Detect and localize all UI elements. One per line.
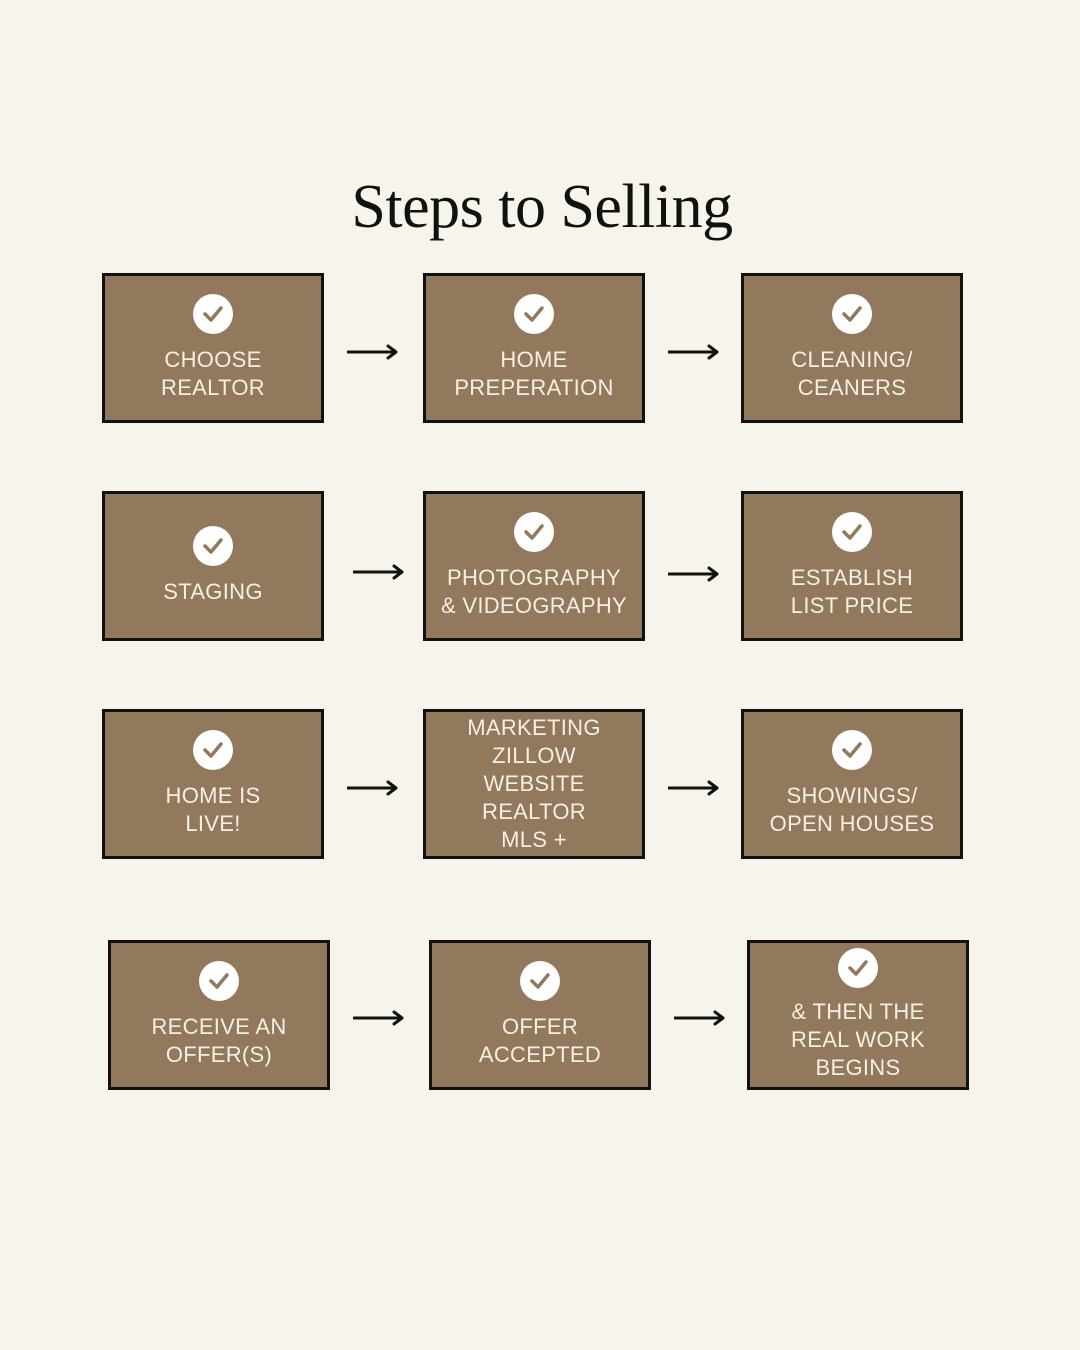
step-box-choose-realtor: CHOOSE REALTOR: [102, 273, 324, 423]
step-box-list-price: ESTABLISH LIST PRICE: [741, 491, 963, 641]
step-label: SHOWINGS/ OPEN HOUSES: [769, 783, 935, 836]
check-circle-icon: [838, 948, 878, 988]
step-box-cleaning: CLEANING/ CEANERS: [741, 273, 963, 423]
step-box-home-live: HOME IS LIVE!: [102, 709, 324, 859]
page-title: Steps to Selling: [351, 173, 733, 241]
step-label: CHOOSE REALTOR: [161, 347, 265, 400]
step-label: STAGING: [163, 579, 263, 604]
step-label: PHOTOGRAPHY & VIDEOGRAPHY: [440, 565, 628, 618]
check-circle-icon: [514, 512, 554, 552]
step-label: CLEANING/ CEANERS: [791, 347, 913, 400]
arrow-right-icon: [668, 780, 719, 796]
arrow-right-icon: [347, 344, 398, 360]
step-box-home-preperation: HOME PREPERATION: [423, 273, 645, 423]
check-circle-icon: [832, 730, 872, 770]
check-circle-icon: [193, 730, 233, 770]
check-circle-icon: [193, 294, 233, 334]
step-box-staging: STAGING: [102, 491, 324, 641]
arrow-right-icon: [353, 1010, 404, 1026]
check-circle-icon: [514, 294, 554, 334]
arrow-right-icon: [347, 780, 398, 796]
step-box-marketing: MARKETING ZILLOW WEBSITE REALTOR MLS +: [423, 709, 645, 859]
step-label: RECEIVE AN OFFER(S): [151, 1014, 287, 1067]
step-box-showings: SHOWINGS/ OPEN HOUSES: [741, 709, 963, 859]
check-circle-icon: [520, 961, 560, 1001]
step-label: HOME PREPERATION: [454, 347, 614, 400]
step-label: & THEN THE REAL WORK BEGINS: [791, 999, 925, 1080]
arrow-right-icon: [353, 564, 404, 580]
check-circle-icon: [832, 512, 872, 552]
step-box-photography: PHOTOGRAPHY & VIDEOGRAPHY: [423, 491, 645, 641]
arrow-right-icon: [668, 344, 719, 360]
arrow-right-icon: [674, 1010, 725, 1026]
arrow-right-icon: [668, 566, 719, 582]
step-box-offer-accepted: OFFER ACCEPTED: [429, 940, 651, 1090]
check-circle-icon: [832, 294, 872, 334]
check-circle-icon: [199, 961, 239, 1001]
step-label: OFFER ACCEPTED: [478, 1014, 602, 1067]
check-circle-icon: [193, 526, 233, 566]
step-label: HOME IS LIVE!: [165, 783, 261, 836]
step-box-real-work: & THEN THE REAL WORK BEGINS: [747, 940, 969, 1090]
step-label: MARKETING ZILLOW WEBSITE REALTOR MLS +: [467, 715, 601, 852]
step-box-receive-offer: RECEIVE AN OFFER(S): [108, 940, 330, 1090]
step-label: ESTABLISH LIST PRICE: [790, 565, 914, 618]
